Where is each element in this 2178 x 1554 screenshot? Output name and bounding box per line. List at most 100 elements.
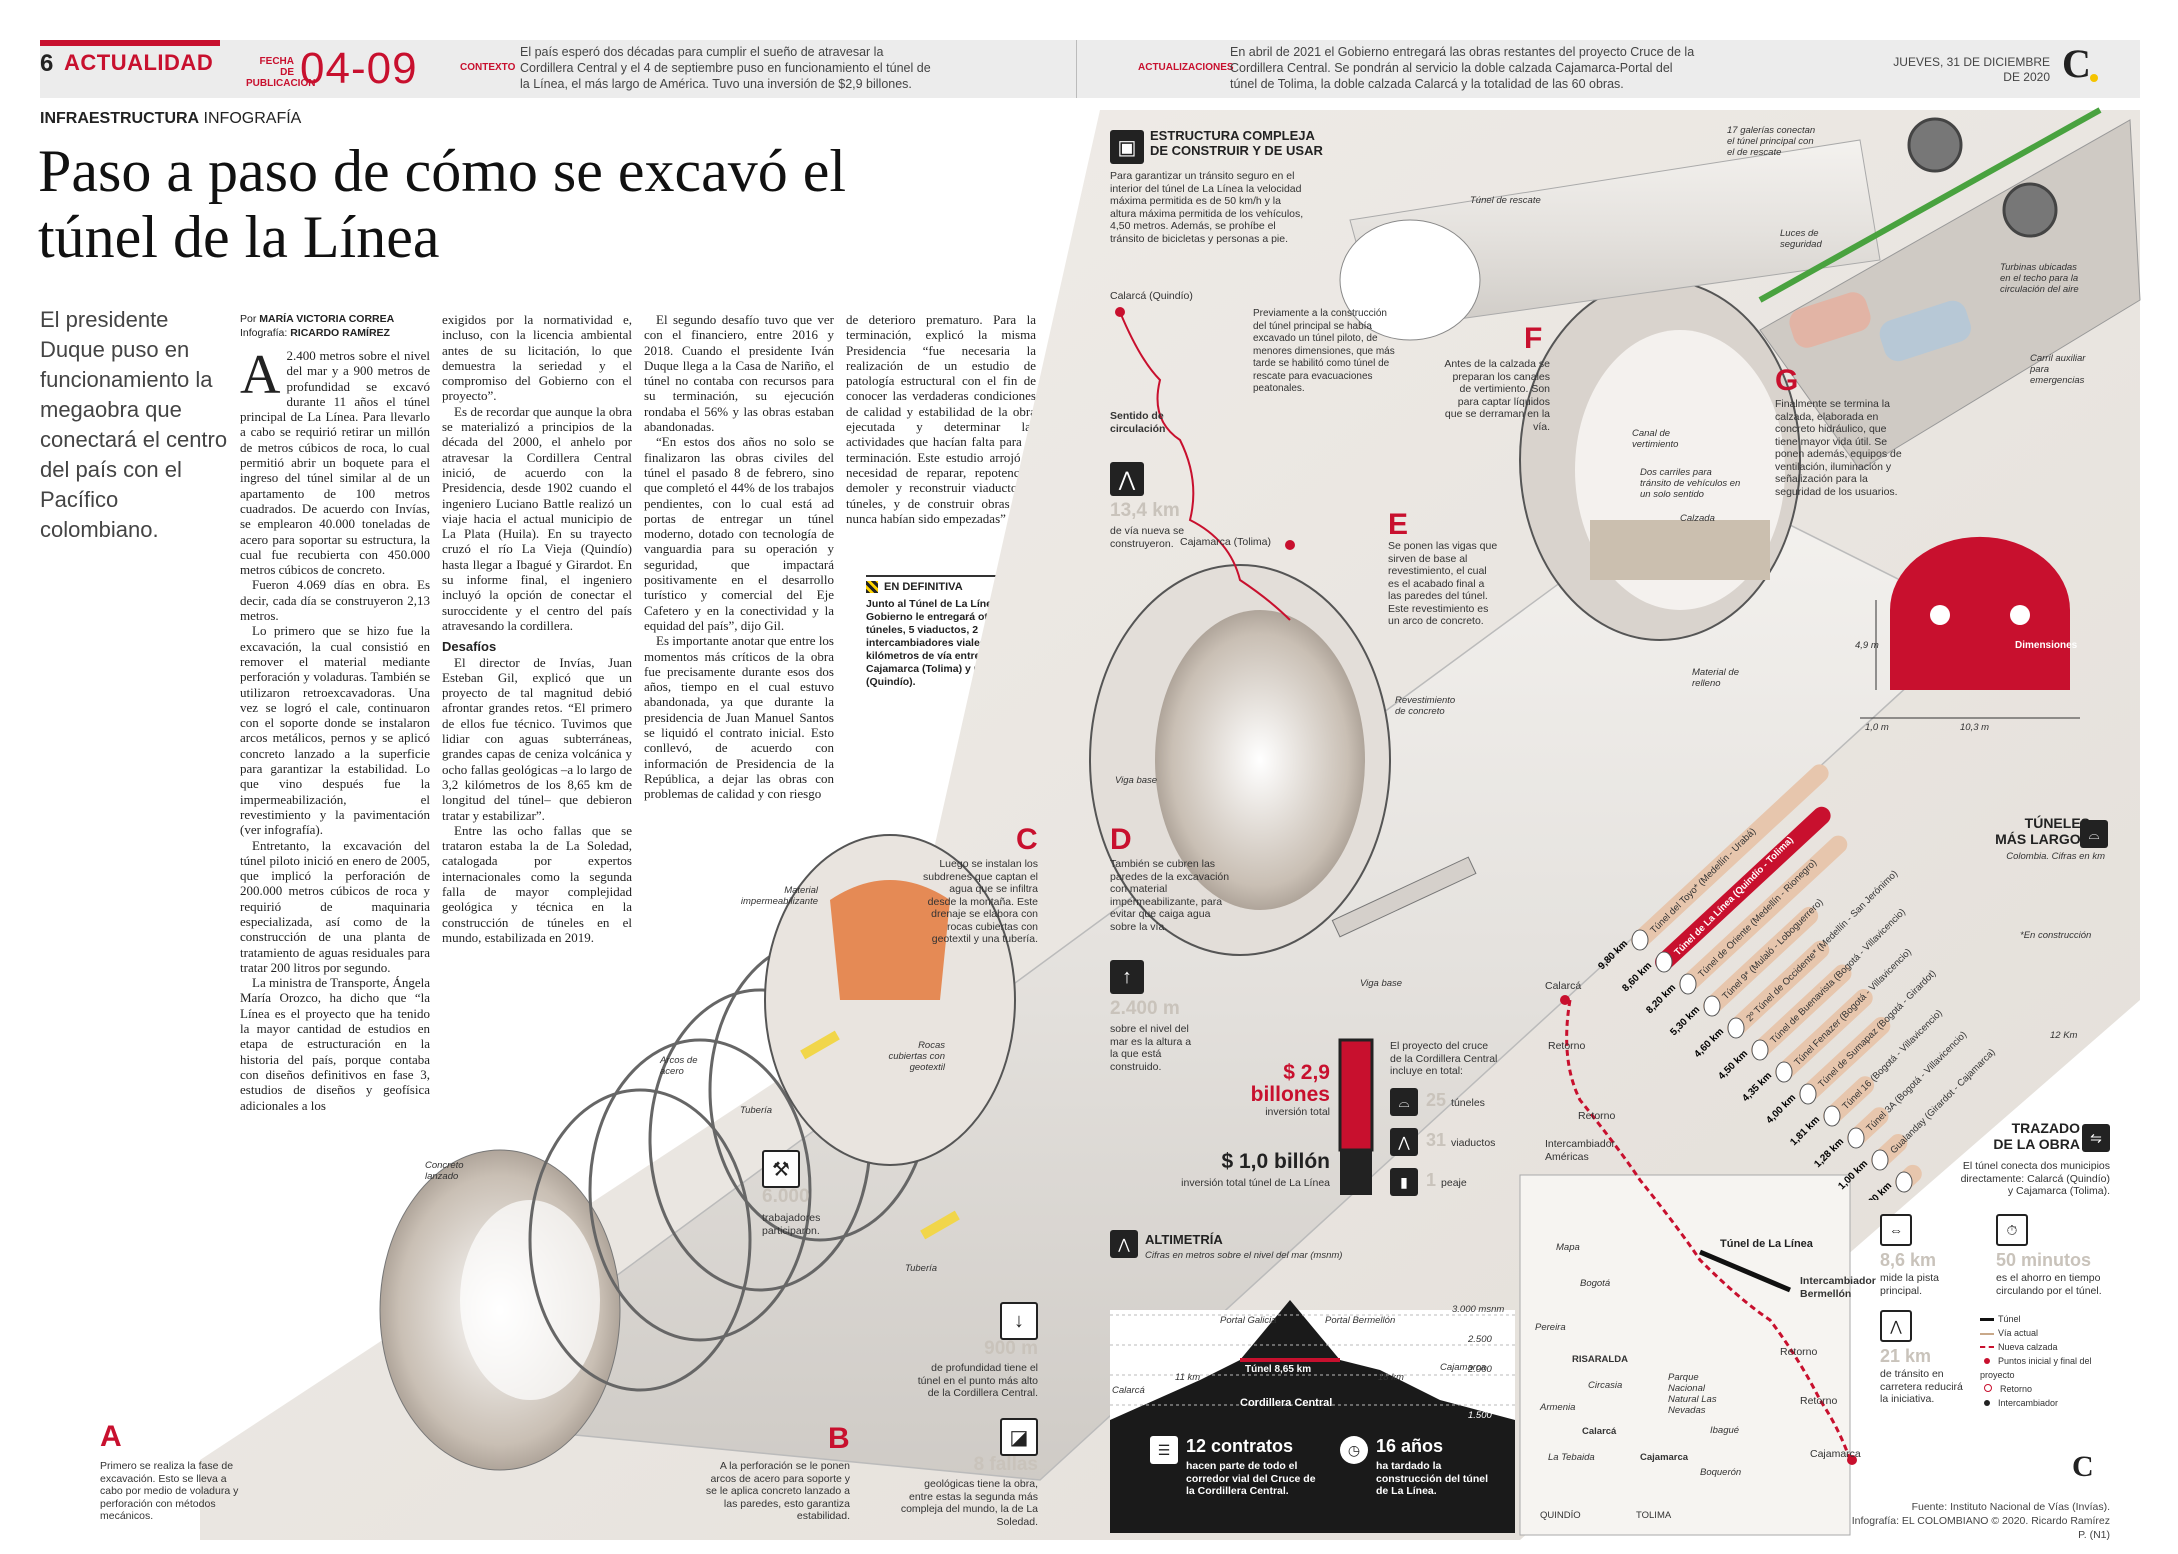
depth-icon: ↓ (1000, 1302, 1038, 1340)
tunnel-face-e-inner (1155, 610, 1365, 910)
tunnel-bar-cap (1655, 951, 1673, 973)
tunnel-bar-km-label: 4,00 km (1764, 1092, 1798, 1126)
viaducts-count-icon: ⋀ (1390, 1128, 1418, 1156)
route-legend: Túnel Vía actual Nueva calzada Puntos in… (1980, 1312, 2100, 1410)
label-canal: Canal de vertimiento (1632, 428, 1679, 450)
route-point-end (1847, 1455, 1857, 1465)
tunnel-bar-body (1799, 1016, 1891, 1103)
contracts-text: hacen parte de todo el corredor vial del… (1186, 1460, 1316, 1497)
tunnel-bar-cap (1847, 1127, 1865, 1149)
altimetry-portal-b: Portal Bermellón (1325, 1315, 1396, 1326)
road-green-stripe (1758, 107, 2102, 303)
step-c-letter: C (1016, 823, 1038, 856)
tunnels-count: 25 túneles (1426, 1090, 1485, 1110)
step-g-text: Finalmente se termina la calzada, elabor… (1775, 398, 1902, 498)
tunnel-bar-km-label: 8,60 km (1620, 960, 1654, 994)
step-g-letter: G (1775, 364, 1799, 397)
altimetry-tunnel: Túnel 8,65 km (1245, 1364, 1312, 1375)
en-definitiva-title: EN DEFINITIVA (866, 581, 1026, 594)
tunnel-bar-body (1775, 989, 1873, 1081)
mini-route-start (1115, 307, 1125, 317)
fan-icon-right (2010, 605, 2030, 625)
context-text: El país esperó dos décadas para cumplir … (520, 45, 931, 91)
fan-icon-left (1930, 605, 1950, 625)
route-retorno-2: Retorno (1578, 1110, 1616, 1122)
investment-bar-total (1338, 1038, 1374, 1152)
distance-value: 8,6 km (1880, 1250, 1937, 1270)
route-map-road (1565, 999, 1852, 1461)
step-e-letter: E (1388, 508, 1409, 541)
longest-tunnels-note: *En construcción (2020, 930, 2092, 941)
legend-new-road: Nueva calzada (1980, 1340, 2100, 1354)
new-road-km: 13,4 km (1110, 500, 1180, 521)
drain-pipe (800, 1030, 840, 1060)
sentido-label: Sentido de circulación (1110, 410, 1166, 435)
altimetry-icon: ⋀ (1110, 1230, 1138, 1258)
updates-label: ACTUALIZACIONES (1138, 62, 1234, 73)
label-galerias: 17 galerías conectan el túnel principal … (1727, 125, 1816, 158)
tunnel-bar-km-label: 0,90 km (1860, 1180, 1894, 1200)
article-column-3: El segundo desafío tuvo que ver con el f… (644, 312, 834, 802)
step-d-letter: D (1110, 823, 1132, 856)
label-rescate: Túnel de rescate (1470, 195, 1541, 206)
dimensions-cross-section (1890, 536, 2070, 690)
turbine-1 (1907, 117, 1963, 173)
label-tuberia-2: Tubería (905, 1263, 938, 1274)
mini-route-end (1285, 540, 1295, 550)
tunnel-bar-km-label: 4,60 km (1692, 1026, 1726, 1060)
tunnel-bar-cap (1823, 1105, 1841, 1127)
turbine-2 (2002, 182, 2058, 238)
label-calzada: Calzada (1680, 513, 1715, 524)
altimetry-cajamarca: Cajamarca (1440, 1362, 1486, 1373)
route-intercambiador-b: Intercambiador Bermellón (1800, 1275, 1876, 1300)
new-road-text: de vía nueva se construyeron. (1110, 525, 1185, 550)
tunnel-bar-body (1631, 764, 1829, 949)
step-a-letter: A (100, 1420, 122, 1453)
pub-date: 04-09 (300, 44, 418, 93)
project-includes: El proyecto del cruce de la Cordillera C… (1390, 1040, 1498, 1077)
dimensions-title: Dimensiones (2015, 640, 2078, 651)
truck-icon: ▣ (1110, 130, 1144, 164)
step-f-letter: F (1524, 322, 1543, 355)
faults-value: 8 fallas (973, 1454, 1038, 1475)
updates-text: En abril de 2021 el Gobierno entregará l… (1230, 45, 1695, 91)
distance-icon: ⇔ (1880, 1214, 1912, 1246)
altimetry-subtitle: Cifras en metros sobre el nivel del mar … (1145, 1250, 1343, 1261)
depth-text: de profundidad tiene el túnel en el punt… (917, 1362, 1038, 1399)
page-number: 6 (40, 50, 54, 77)
new-road-value: 21 km (1880, 1346, 1932, 1366)
tunnel-bar-cap (1727, 1017, 1745, 1039)
altitude-value: 2.400 m (1110, 998, 1180, 1019)
newspaper-logo[interactable]: C (2062, 41, 2091, 86)
town-armenia: Armenia (1540, 1402, 1576, 1413)
investment-bar-tunnel (1340, 1150, 1372, 1195)
label-arcos: Arcos de acero (660, 1055, 698, 1077)
article-column-2: exigidos por la normatividad e, incluso,… (442, 312, 632, 945)
worker-icon: ⚒ (762, 1150, 800, 1188)
route-cajamarca: Cajamarca (1810, 1448, 1861, 1460)
section-name[interactable]: ACTUALIDAD (64, 50, 214, 75)
step-e-text: Se ponen las vigas que sirven de base al… (1388, 540, 1498, 627)
section-accent-bar (40, 40, 220, 46)
tunnel-bar-body (1703, 906, 1819, 1015)
time-value: 50 minutos (1996, 1250, 2092, 1270)
article-column-4: de deterioro prematuro. Para la terminac… (846, 312, 1036, 526)
route-retorno-4: Retorno (1800, 1395, 1838, 1407)
clock-icon: ◷ (1340, 1436, 1368, 1464)
tunnel-bar-12: 0,90 km (1860, 1164, 1922, 1200)
header-divider (1076, 40, 1077, 98)
route-tunnel-label: Túnel de La Línea (1720, 1238, 1813, 1250)
label-viga-base-2: Viga base (1360, 978, 1403, 989)
altitude-icon: ↑ (1110, 960, 1144, 994)
route-text: El túnel conecta dos municipios directam… (1960, 1160, 2110, 1197)
town-cajamarca: Cajamarca (1640, 1452, 1689, 1463)
altimetry-level-3000: 3.000 msnm (1452, 1304, 1505, 1315)
dimensions-height: 4,9 m (1855, 640, 1879, 651)
town-circasia: Circasia (1588, 1380, 1623, 1391)
header-bar (40, 40, 2140, 98)
investment-total-text: inversión total (1265, 1106, 1330, 1118)
tunnel-bar-body (1655, 806, 1831, 971)
toll-count-icon: ▮ (1390, 1168, 1418, 1196)
